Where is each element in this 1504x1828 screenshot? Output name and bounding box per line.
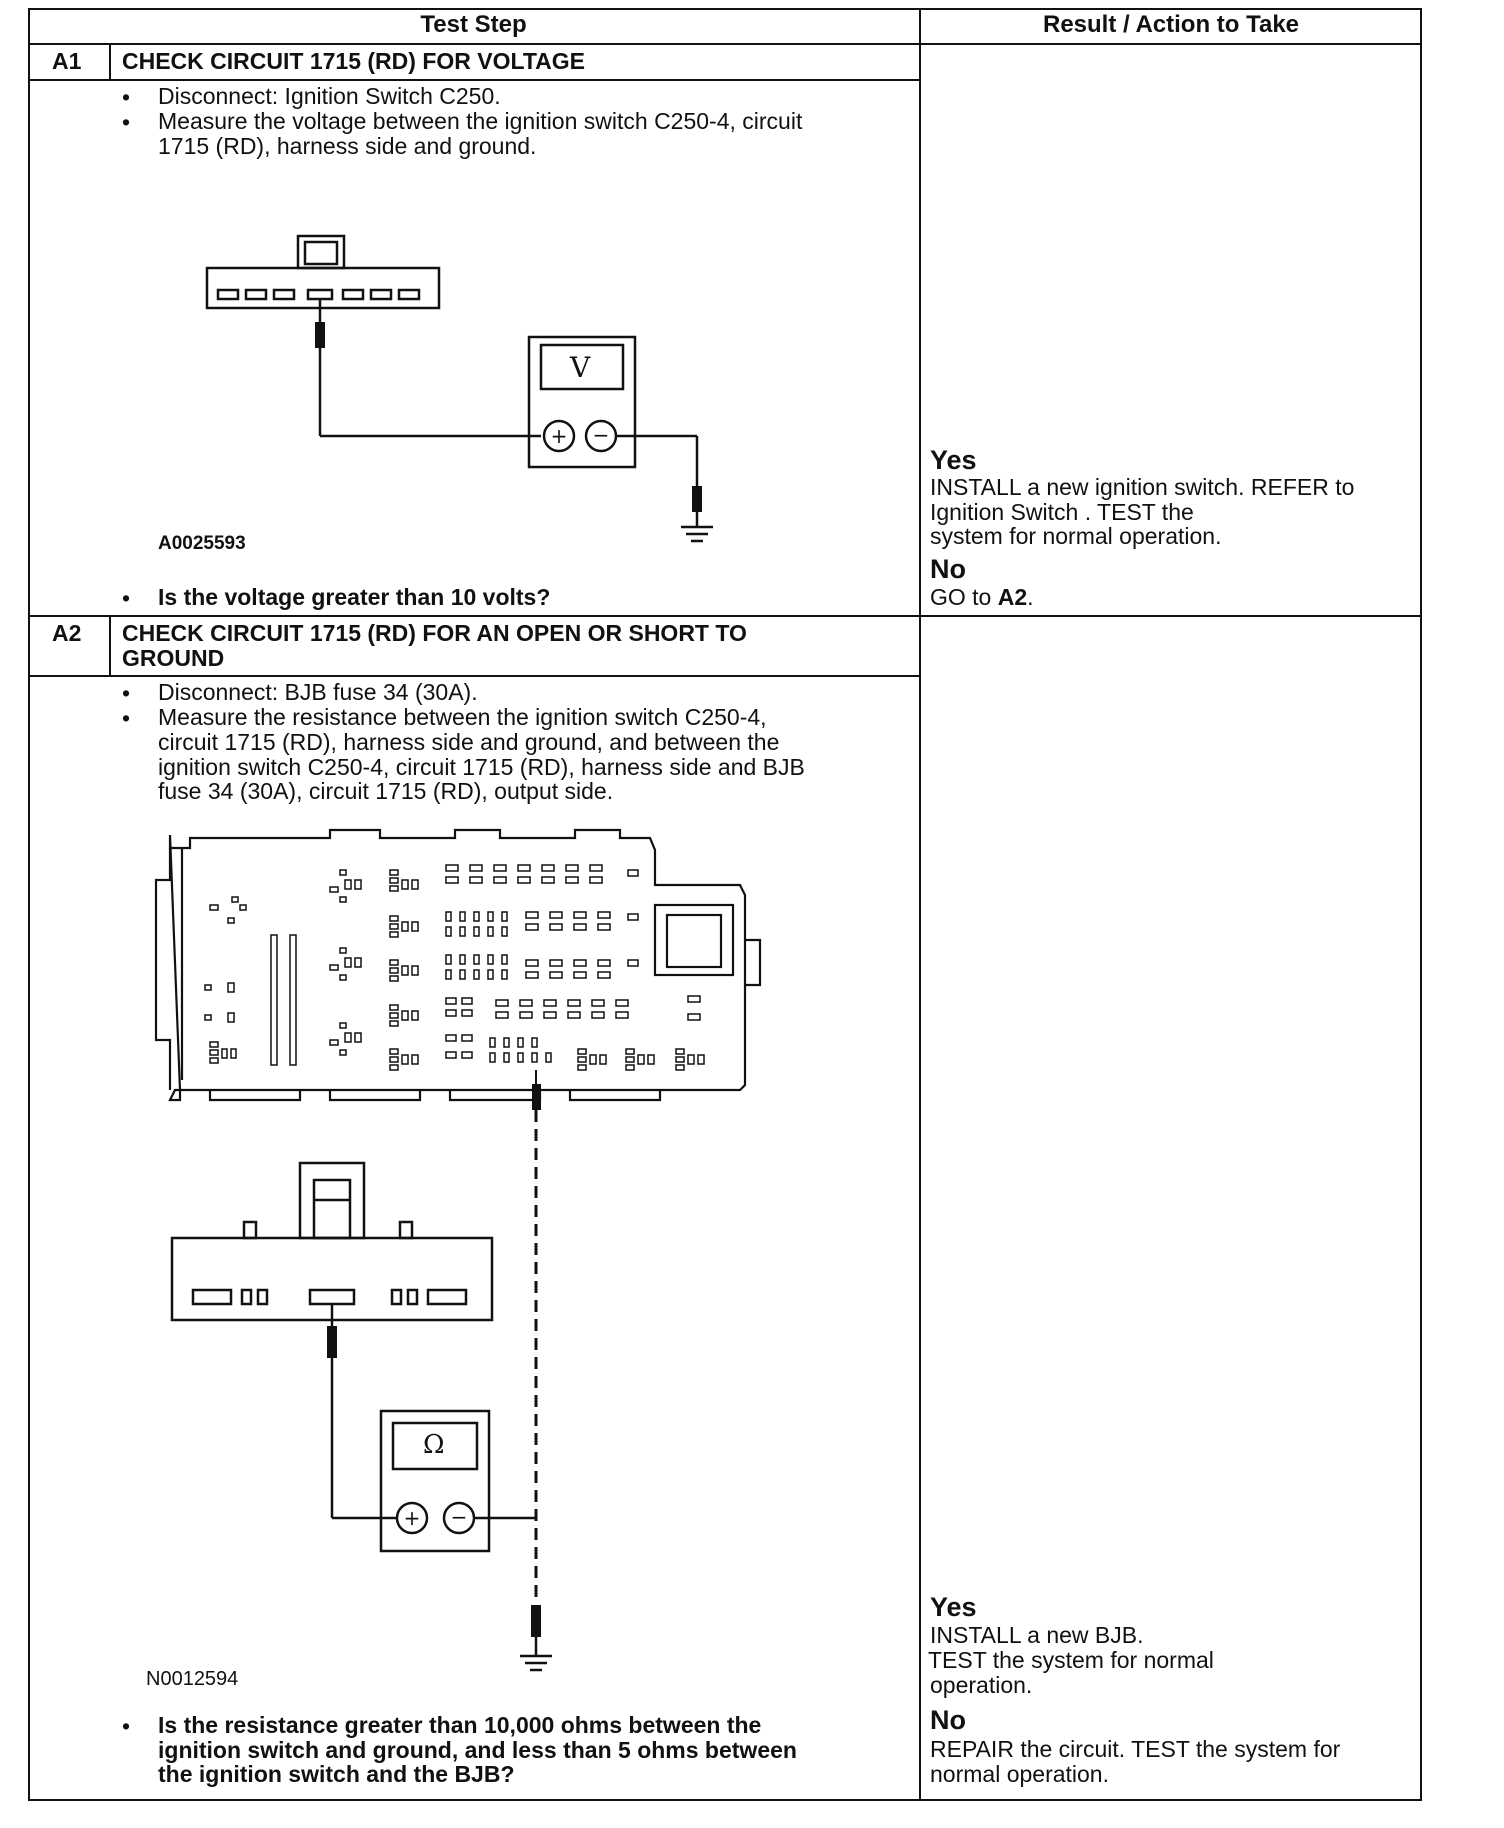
svg-text:−: − xyxy=(451,1505,468,1529)
a2-yes-line-2: TEST the system for normal xyxy=(928,1647,1214,1673)
a2-question-line-1: Is the resistance greater than 10,000 oh… xyxy=(158,1712,762,1738)
bullet-icon: • xyxy=(122,84,131,110)
step-id-a2: A2 xyxy=(52,620,82,646)
row-divider-a1-a2 xyxy=(28,615,1422,617)
step-id-a1: A1 xyxy=(52,48,82,74)
step-title-a1: CHECK CIRCUIT 1715 (RD) FOR VOLTAGE xyxy=(122,48,586,74)
column-divider xyxy=(919,8,921,1801)
step-id-divider-a1 xyxy=(109,43,111,80)
bullet-icon: • xyxy=(122,705,131,731)
svg-text:+: + xyxy=(404,1506,421,1530)
a1-question: Is the voltage greater than 10 volts? xyxy=(158,584,551,610)
a1-bullet-measure-cont: 1715 (RD), harness side and ground. xyxy=(158,133,537,159)
a1-bullet-measure: Measure the voltage between the ignition… xyxy=(158,108,803,134)
svg-text:−: − xyxy=(593,423,610,447)
a1-voltage-diagram: + − xyxy=(205,234,713,543)
column-header-result: Result / Action to Take xyxy=(1042,11,1300,38)
a1-yes-label: Yes xyxy=(930,445,977,475)
a2-figure-id: N0012594 xyxy=(146,1668,239,1690)
bullet-icon: • xyxy=(122,1713,131,1739)
a1-no-label: No xyxy=(930,554,966,584)
header-row-divider xyxy=(28,43,1422,45)
step-title-divider-a1 xyxy=(28,79,919,81)
a2-no-label: No xyxy=(930,1705,966,1735)
a2-yes-line-1: INSTALL a new BJB. xyxy=(930,1622,1144,1648)
step-id-divider-a2 xyxy=(109,615,111,676)
a2-resistance-diagram: + − xyxy=(154,828,762,1672)
a2-bullet-measure-4: fuse 34 (30A), circuit 1715 (RD), output… xyxy=(158,778,614,804)
column-header-test-step: Test Step xyxy=(420,11,527,38)
a2-bullet-measure-2: circuit 1715 (RD), harness side and grou… xyxy=(158,729,780,755)
a2-bullet-measure-1: Measure the resistance between the ignit… xyxy=(158,704,767,730)
a2-question-line-2: ignition switch and ground, and less tha… xyxy=(158,1737,797,1763)
a1-yes-line-2: Ignition Switch . TEST the xyxy=(930,499,1194,525)
step-title-divider-a2 xyxy=(28,675,919,677)
bullet-icon: • xyxy=(122,109,131,135)
bullet-icon: • xyxy=(122,585,131,611)
a1-no-link[interactable]: A2 xyxy=(997,584,1028,610)
step-title-a2-line-1: CHECK CIRCUIT 1715 (RD) FOR AN OPEN OR S… xyxy=(122,620,747,646)
a2-bullet-disconnect: Disconnect: BJB fuse 34 (30A). xyxy=(158,679,478,705)
a1-figure-id: A0025593 xyxy=(158,533,246,554)
a2-bullet-measure-3: ignition switch C250-4, circuit 1715 (RD… xyxy=(158,754,805,780)
bullet-icon: • xyxy=(122,680,131,706)
a1-yes-line-3: system for normal operation. xyxy=(930,523,1222,549)
a2-no-line-2: normal operation. xyxy=(930,1761,1109,1787)
a2-no-line-1: REPAIR the circuit. TEST the system for xyxy=(930,1736,1341,1762)
voltmeter-symbol: V xyxy=(570,351,591,384)
step-title-a2-line-2: GROUND xyxy=(122,645,225,671)
a2-question-line-3: the ignition switch and the BJB? xyxy=(158,1761,515,1787)
a1-yes-line-1: INSTALL a new ignition switch. REFER to xyxy=(930,474,1355,500)
a2-yes-label: Yes xyxy=(930,1592,977,1622)
svg-text:+: + xyxy=(551,424,568,448)
a2-yes-line-3: operation. xyxy=(930,1672,1033,1698)
ohmmeter-symbol: Ω xyxy=(423,1430,445,1460)
a1-bullet-disconnect: Disconnect: Ignition Switch C250. xyxy=(158,83,501,109)
a1-no-action: GO to A2. xyxy=(930,584,1034,610)
procedure-table xyxy=(28,8,1422,1801)
